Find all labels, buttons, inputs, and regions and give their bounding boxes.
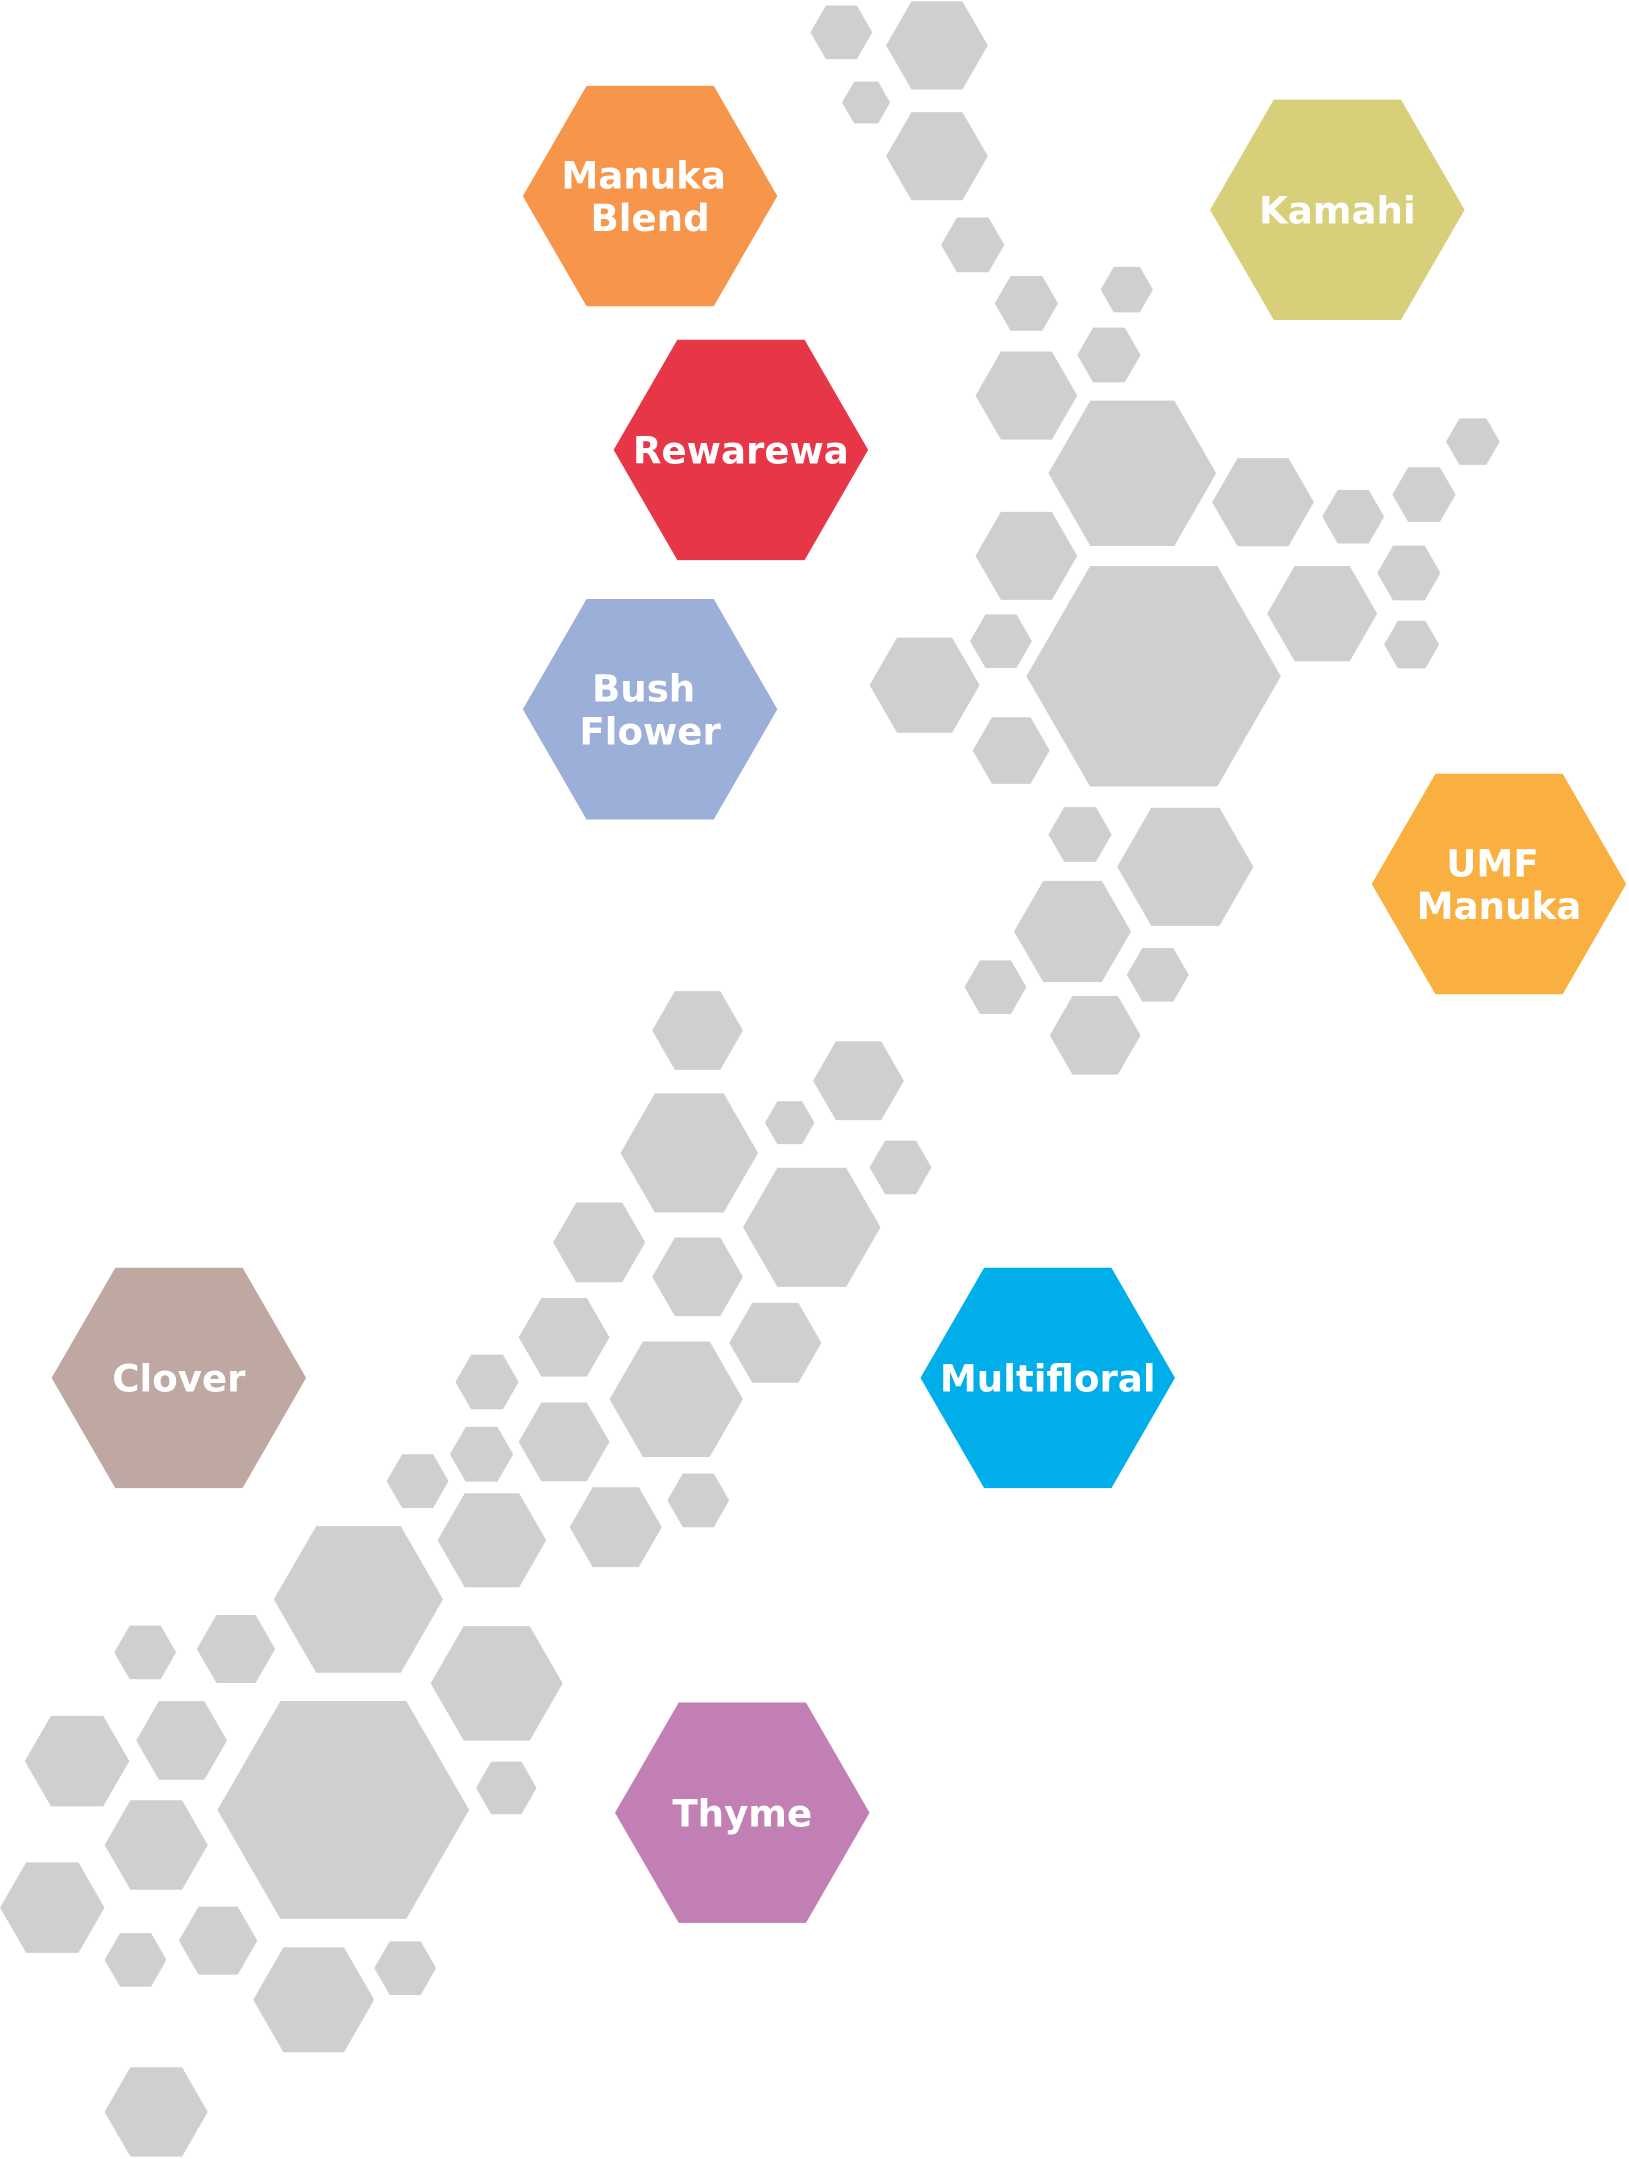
label-line: Flower <box>579 710 721 753</box>
filler-hexagon <box>104 1800 208 1890</box>
hex-label: Bush Flower <box>579 668 721 754</box>
filler-hexagon <box>652 1237 743 1317</box>
label-line: Kamahi <box>1259 190 1416 233</box>
filler-hexagon <box>1100 266 1153 313</box>
filler-hexagon <box>972 717 1050 784</box>
label-line: Bush <box>592 668 695 711</box>
filler-hexagon <box>964 960 1027 1015</box>
filler-hexagon <box>969 614 1032 668</box>
filler-hexagon <box>518 1402 610 1482</box>
filler-hexagon <box>1377 545 1441 601</box>
filler-hexagon <box>886 112 988 201</box>
filler-hexagon <box>178 1906 258 1975</box>
filler-hexagon <box>0 1862 105 1953</box>
filler-hexagon <box>810 5 873 60</box>
hex-label: Thyme <box>672 1792 812 1835</box>
filler-hexagon <box>842 81 891 124</box>
filler-hexagon <box>449 1426 514 1482</box>
label-line: Manuka <box>1417 885 1582 928</box>
filler-hexagon <box>114 1625 177 1680</box>
filler-hexagon <box>1077 327 1141 383</box>
hex-shape <box>615 1702 870 1923</box>
label-line: Clover <box>112 1358 246 1401</box>
filler-hexagon <box>476 1761 537 1815</box>
hex-thyme: Thyme <box>615 1702 870 1923</box>
hex-multifloral: Multifloral <box>920 1267 1175 1489</box>
hex-shape <box>1210 99 1465 321</box>
label-line: Multifloral <box>940 1358 1156 1401</box>
filler-hexagon <box>1048 807 1112 862</box>
filler-hexagon <box>609 1341 743 1458</box>
filler-hexagon <box>104 1933 167 1987</box>
hex-shape <box>51 1267 307 1489</box>
filler-hexagon <box>1013 880 1131 983</box>
hex-label: Kamahi <box>1259 190 1416 233</box>
filler-hexagon <box>437 1493 547 1588</box>
label-line: Thyme <box>672 1792 812 1835</box>
decorative-honeycomb <box>0 1 1500 2157</box>
filler-hexagon <box>975 511 1078 600</box>
filler-hexagon <box>217 1700 470 1919</box>
filler-hexagon <box>386 1454 449 1508</box>
hex-rewarewa: Rewarewa <box>613 339 869 561</box>
filler-hexagon <box>1384 620 1440 669</box>
hex-umf-manuka: UMF Manuka <box>1371 773 1627 995</box>
filler-hexagon <box>1322 489 1385 544</box>
label-line: Manuka <box>561 155 726 198</box>
hex-label: Multifloral <box>940 1358 1156 1401</box>
filler-hexagon <box>455 1354 519 1410</box>
filler-hexagon <box>136 1701 228 1780</box>
hex-shape <box>522 85 778 307</box>
filler-hexagon <box>620 1093 759 1213</box>
hex-manuka-blend: Manuka Blend <box>522 85 778 307</box>
filler-hexagon <box>941 217 1005 273</box>
hex-label: UMF Manuka <box>1417 842 1582 928</box>
filler-hexagon <box>1126 947 1189 1002</box>
filler-hexagon <box>253 1947 375 2053</box>
filler-hexagon <box>813 1041 904 1121</box>
filler-hexagon <box>1446 418 1500 465</box>
filler-hexagon <box>1048 400 1217 546</box>
filler-hexagon <box>553 1202 646 1283</box>
filler-hexagon <box>1212 458 1314 547</box>
label-line: UMF <box>1446 842 1538 885</box>
filler-hexagon <box>667 1473 730 1528</box>
filler-hexagon <box>742 1167 881 1287</box>
filler-hexagon <box>1267 566 1378 662</box>
hex-clover: Clover <box>51 1267 307 1489</box>
filler-hexagon <box>1117 807 1254 926</box>
filler-hexagon <box>273 1526 444 1673</box>
filler-hexagon <box>104 2067 208 2157</box>
hex-bush-flower: Bush Flower <box>522 599 778 820</box>
hex-kamahi: Kamahi <box>1210 99 1465 321</box>
filler-hexagon <box>1026 566 1281 787</box>
filler-hexagon <box>994 276 1059 331</box>
hex-shape <box>1371 773 1627 995</box>
hex-label: Manuka Blend <box>561 155 739 241</box>
filler-hexagon <box>430 1626 563 1741</box>
label-line: Blend <box>590 197 709 240</box>
filler-hexagon <box>374 1941 437 1995</box>
filler-hexagon <box>518 1297 610 1377</box>
filler-hexagon <box>729 1302 822 1383</box>
hex-shape <box>613 339 869 561</box>
filler-hexagon <box>886 1 988 90</box>
filler-hexagon <box>569 1487 662 1568</box>
filler-hexagon <box>975 351 1078 440</box>
hex-label: Rewarewa <box>633 430 849 473</box>
hex-shape <box>920 1267 1175 1489</box>
filler-hexagon <box>1392 467 1456 523</box>
filler-hexagon <box>764 1101 815 1145</box>
hex-shape <box>522 599 778 820</box>
hex-label: Clover <box>112 1358 246 1401</box>
filler-hexagon <box>24 1715 130 1807</box>
filler-hexagon <box>1049 995 1141 1075</box>
filler-hexagon <box>869 1140 932 1195</box>
filler-hexagon <box>196 1614 276 1683</box>
filler-hexagon <box>869 637 980 733</box>
label-line: Rewarewa <box>633 430 849 473</box>
filler-hexagon <box>652 991 743 1070</box>
